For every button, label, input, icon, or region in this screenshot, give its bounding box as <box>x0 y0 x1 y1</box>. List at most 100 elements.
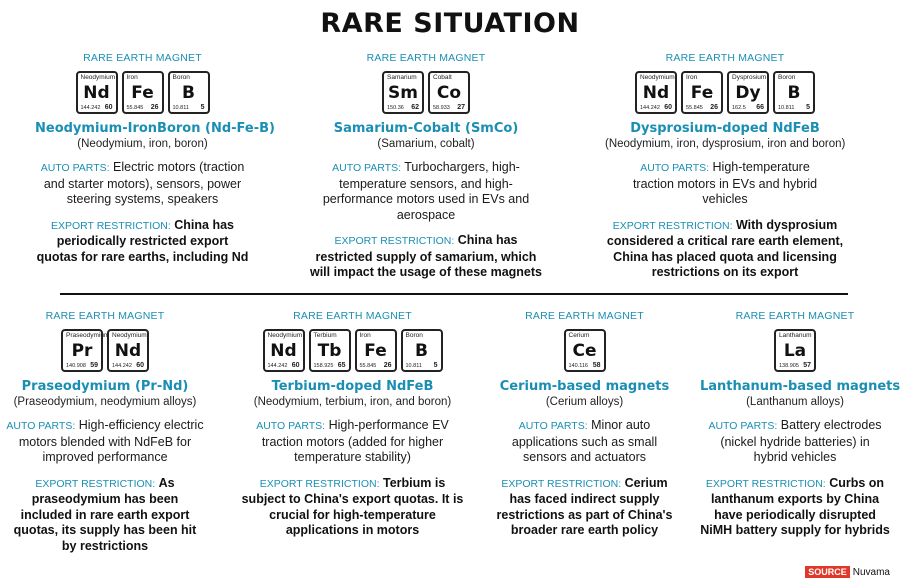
element-tile-nd: Neodymium Nd 144.242 60 <box>262 329 305 372</box>
element-name: Neodymium <box>80 74 116 81</box>
element-tile-dy: Dysprosium Dy 162.5 66 <box>727 71 769 114</box>
auto-parts: AUTO PARTS: High-temperature traction mo… <box>605 160 845 208</box>
element-number: 60 <box>291 362 300 369</box>
export-restriction-text: Cerium has faced indirect supply restric… <box>496 475 673 538</box>
element-mass: 10.811 <box>172 105 189 111</box>
element-name: Samarium <box>387 74 417 81</box>
element-mass: 10.811 <box>405 363 422 369</box>
magnet-name: Cerium-based magnets <box>499 379 670 394</box>
element-mass: 140.116 <box>568 363 588 369</box>
element-symbol: Ce <box>572 341 597 361</box>
export-restriction-text: China has restricted supply of samarium,… <box>309 233 542 279</box>
element-name: Boron <box>778 74 796 81</box>
element-number: 5 <box>433 362 438 369</box>
export-restriction-text: As praseodymium has been included in rar… <box>13 475 197 553</box>
element-mass: 140.908 <box>66 363 86 369</box>
auto-parts-text: High-performance EV traction motors (add… <box>261 418 449 464</box>
element-symbol: Nd <box>270 341 297 361</box>
export-restriction: EXPORT RESTRICTION: As praseodymium has … <box>5 476 205 555</box>
element-symbol: Co <box>436 83 462 103</box>
element-tile-pr: Praseodymium Pr 140.908 59 <box>61 329 109 372</box>
element-tiles: Neodymium Nd 144.242 60 Terbium Tb 158.9… <box>240 329 465 372</box>
element-mass: 162.5 <box>732 105 746 111</box>
element-tiles: Cerium Ce 140.116 58 <box>492 329 677 372</box>
auto-parts-label: AUTO PARTS: <box>256 420 326 432</box>
element-number: 60 <box>664 104 672 111</box>
element-symbol: Dy <box>735 83 761 103</box>
element-mass: 58.933 <box>433 105 450 111</box>
element-mass: 158.925 <box>313 363 334 369</box>
element-name: Iron <box>126 74 138 81</box>
magnet-card-cerium: RARE EARTH MAGNET Cerium Ce 140.116 58 C… <box>492 310 677 539</box>
magnet-name: Lanthanum-based magnets <box>700 379 900 394</box>
magnet-name: Praseodymium (Pr-Nd) <box>21 379 189 394</box>
magnet-card-ndfeb: RARE EARTH MAGNET Neodymium Nd 144.242 6… <box>35 52 275 265</box>
card-kicker: RARE EARTH MAGNET <box>366 52 486 64</box>
auto-parts: AUTO PARTS: Electric motors (traction an… <box>35 160 250 208</box>
element-tile-nd: Neodymium Nd 144.242 60 <box>75 71 118 114</box>
magnet-name: Neodymium-IronBoron (Nd-Fe-B) <box>35 121 275 136</box>
element-number: 65 <box>337 362 346 369</box>
element-tile-b: Boron B 10.811 5 <box>400 329 443 372</box>
element-name: Terbium <box>313 332 337 339</box>
card-kicker: RARE EARTH MAGNET <box>525 310 644 322</box>
element-symbol: Fe <box>364 341 387 361</box>
element-number: 27 <box>457 104 465 111</box>
element-symbol: Tb <box>317 341 342 361</box>
element-number: 58 <box>592 362 601 369</box>
element-number: 26 <box>383 362 392 369</box>
magnet-composition: (Praseodymium, neodymium alloys) <box>13 396 197 408</box>
element-mass: 55.845 <box>126 105 144 111</box>
element-number: 26 <box>150 104 159 111</box>
export-restriction-label: EXPORT RESTRICTION: <box>501 477 622 490</box>
element-tile-nd: Neodymium Nd 144.242 60 <box>635 71 677 114</box>
element-number: 60 <box>104 104 113 111</box>
export-restriction-text: Curbs on lanthanum exports by China have… <box>700 475 890 538</box>
auto-parts-label: AUTO PARTS: <box>640 162 710 174</box>
element-tiles: Lanthanum La 138.905 57 <box>700 329 890 372</box>
element-tile-la: Lanthanum La 138.905 57 <box>774 329 816 372</box>
magnet-composition: (Lanthanum alloys) <box>746 396 844 408</box>
element-tile-ce: Cerium Ce 140.116 58 <box>563 329 606 372</box>
element-tile-fe: Iron Fe 55.845 26 <box>121 71 164 114</box>
element-number: 62 <box>411 104 419 111</box>
element-symbol: B <box>787 83 801 103</box>
export-restriction-text: With dysprosium considered a critical ra… <box>606 217 844 280</box>
element-number: 57 <box>803 362 811 369</box>
export-restriction-text: China has periodically restricted export… <box>36 217 249 264</box>
element-name: Cobalt <box>433 74 452 81</box>
auto-parts-text: Battery electrodes (nickel hydride batte… <box>720 418 882 464</box>
element-symbol: Pr <box>71 341 93 361</box>
auto-parts-text: Turbochargers, high-temperature sensors,… <box>322 160 530 222</box>
element-mass: 55.845 <box>359 363 377 369</box>
magnet-card-smco: RARE EARTH MAGNET Samarium Sm 150.36 62 … <box>305 52 547 281</box>
element-name: Boron <box>172 74 190 81</box>
magnet-card-dy-ndfeb: RARE EARTH MAGNET Neodymium Nd 144.242 6… <box>605 52 845 281</box>
auto-parts-label: AUTO PARTS: <box>332 162 402 174</box>
element-tiles: Praseodymium Pr 140.908 59 Neodymium Nd … <box>5 329 205 372</box>
magnet-composition: (Neodymium, iron, dysprosium, iron and b… <box>605 138 846 150</box>
card-kicker: RARE EARTH MAGNET <box>83 52 202 64</box>
auto-parts-text: High-efficiency electric motors blended … <box>18 418 204 464</box>
auto-parts-label: AUTO PARTS: <box>708 420 778 432</box>
section-divider <box>60 293 848 295</box>
element-tiles: Neodymium Nd 144.242 60 Iron Fe 55.845 2… <box>35 71 250 114</box>
magnet-card-lanthanum: RARE EARTH MAGNET Lanthanum La 138.905 5… <box>700 310 900 539</box>
element-name: Iron <box>686 74 698 81</box>
element-mass: 144.242 <box>267 363 288 369</box>
element-mass: 144.242 <box>80 105 101 111</box>
element-tile-tb: Terbium Tb 158.925 65 <box>308 329 351 372</box>
element-name: Boron <box>405 332 423 339</box>
export-restriction: EXPORT RESTRICTION: Cerium has faced ind… <box>492 476 677 539</box>
auto-parts: AUTO PARTS: Battery electrodes (nickel h… <box>700 418 890 466</box>
magnet-name: Samarium-Cobalt (SmCo) <box>333 121 519 136</box>
auto-parts-text: Minor auto applications such as small se… <box>511 418 658 464</box>
element-number: 60 <box>136 362 144 369</box>
auto-parts-text: Electric motors (traction and starter mo… <box>43 160 245 206</box>
export-restriction-text: Terbium is subject to China's export quo… <box>241 475 464 538</box>
auto-parts-label: AUTO PARTS: <box>40 162 110 174</box>
magnet-composition: (Cerium alloys) <box>545 396 624 408</box>
element-name: Cerium <box>568 332 590 339</box>
magnet-composition: (Neodymium, terbium, iron, and boron) <box>253 396 452 408</box>
element-mass: 150.36 <box>387 105 404 111</box>
